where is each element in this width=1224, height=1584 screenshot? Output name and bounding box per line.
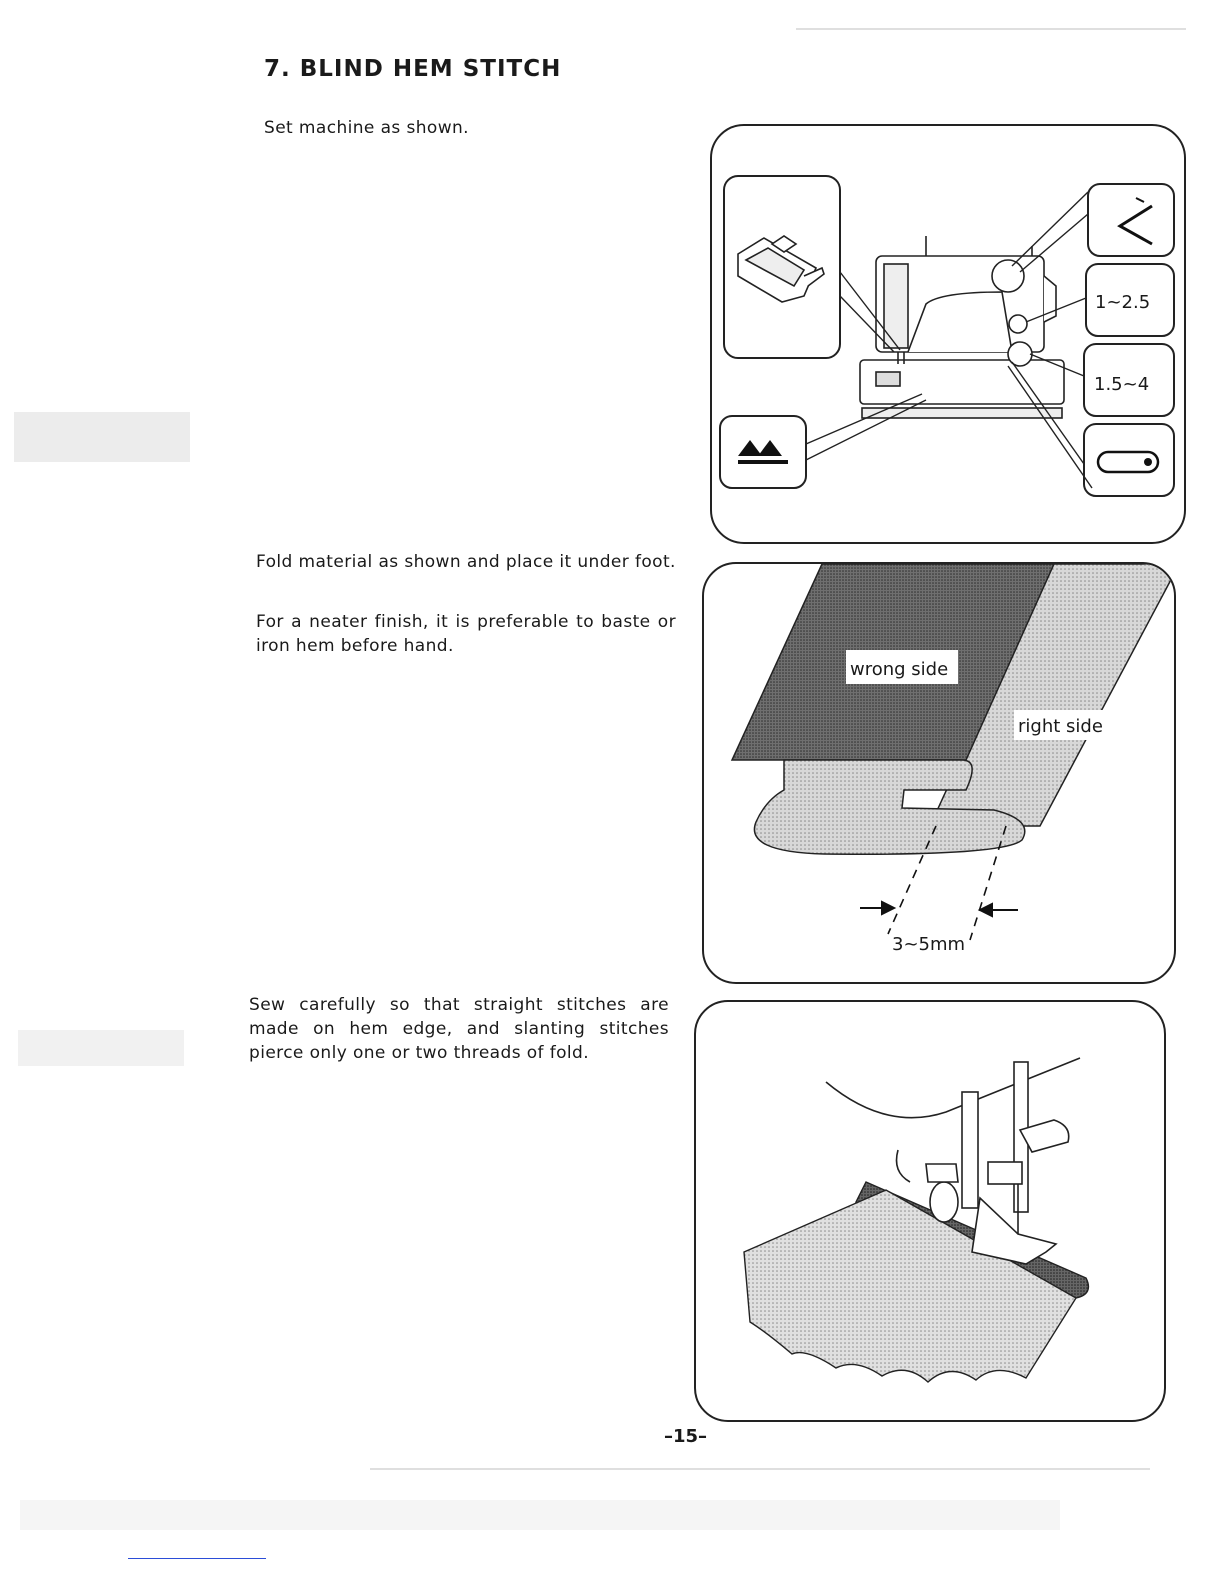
bottom-underline — [128, 1558, 266, 1559]
scan-noise — [14, 412, 190, 462]
stitch-length-value: 1~2.5 — [1095, 292, 1150, 313]
fold-material-figure: wrong side right side 3~5mm — [702, 562, 1176, 984]
instruction-baste-hem: For a neater finish, it is preferable to… — [256, 612, 676, 656]
measurement-arrows — [860, 900, 1018, 918]
right-side-label: right side — [1018, 716, 1103, 737]
stitch-width-value: 1.5~4 — [1094, 374, 1149, 395]
instruction-set-machine: Set machine as shown. — [264, 118, 469, 138]
machine-head — [825, 1057, 1081, 1119]
scan-noise — [18, 1030, 184, 1066]
instruction-fold-material: Fold material as shown and place it unde… — [256, 552, 676, 572]
instruction-sew-carefully: Sew carefully so that straight stitches … — [249, 995, 669, 1063]
section-heading: 7. BLIND HEM STITCH — [264, 56, 562, 82]
wrong-side-label: wrong side — [850, 659, 948, 680]
measurement-guides — [887, 825, 1007, 941]
machine-settings-figure: 1~2.5 1.5~4 — [710, 124, 1186, 544]
machine-settings-illustration: 1~2.5 1.5~4 — [719, 175, 1175, 497]
page-number: –15– — [664, 1426, 708, 1447]
leader-lines — [805, 191, 1093, 489]
sewing-machine-illustration — [859, 236, 1065, 419]
stitch-length-inset — [1085, 263, 1175, 337]
needle-position-icon — [1096, 450, 1160, 474]
scan-noise — [370, 1468, 1150, 1470]
feed-dog-up-icon — [738, 440, 788, 464]
hem-fold — [753, 759, 1026, 855]
sewing-figure — [694, 1000, 1166, 1422]
blind-hem-foot-icon — [737, 235, 825, 303]
fold-material-illustration: wrong side right side 3~5mm — [730, 564, 1174, 955]
scan-noise — [20, 1500, 1060, 1530]
stitch-width-inset — [1083, 343, 1175, 417]
blind-hem-pattern-icon — [1117, 204, 1153, 246]
fabric — [743, 1189, 1077, 1383]
sewing-illustration — [743, 1057, 1090, 1383]
hem-distance-label: 3~5mm — [892, 934, 965, 955]
needle-assembly — [895, 1061, 1070, 1265]
scan-noise — [796, 28, 1186, 30]
